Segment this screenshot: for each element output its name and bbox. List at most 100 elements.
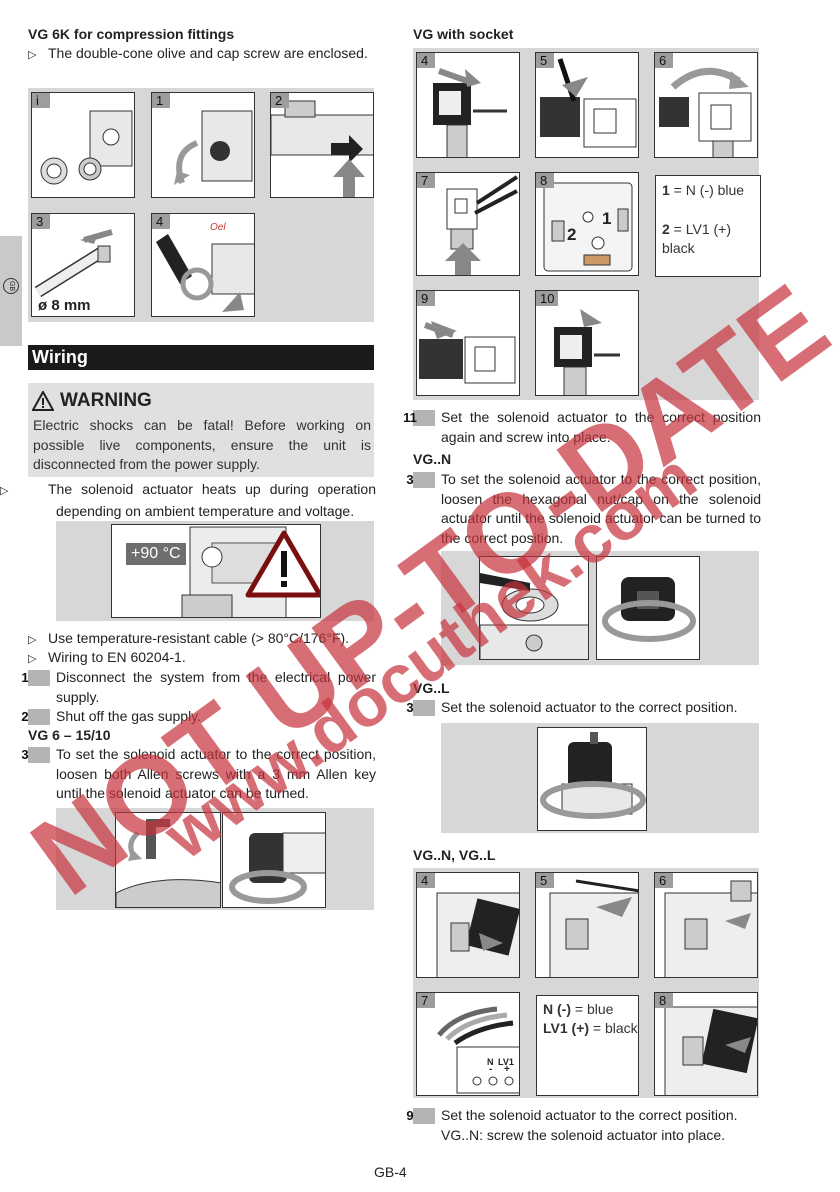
legend-lv1-line: LV1 (+) = black [543, 1019, 638, 1038]
triangle-bullet-icon: ▷ [28, 634, 37, 646]
terminal-n: N [487, 1057, 494, 1067]
figure-info: i [31, 92, 135, 198]
vgn-heading: VG..N [413, 451, 452, 467]
figure-number: 10 [536, 291, 559, 306]
figure-number: i [32, 93, 50, 108]
legend-line-2: 2 = LV1 (+) black [662, 220, 760, 258]
figure-number: 4 [152, 214, 170, 229]
triangle-bullet-icon: ▷ [0, 485, 9, 497]
vgnl-heading: VG..N, VG..L [413, 847, 496, 863]
figure-number: 5 [536, 873, 554, 888]
legend-text-2: = LV1 (+) black [662, 221, 732, 256]
legend-terminal-2: 2 [662, 221, 670, 237]
socket-figure-7: 7 [416, 172, 520, 276]
triangle-bullet-icon: ▷ [28, 653, 37, 665]
figure-number: 1 [152, 93, 170, 108]
oil-can-label: Oel [210, 222, 226, 233]
pipe-diameter-label: ø 8 mm [38, 297, 91, 314]
socket-figure-8: 8 1 2 [535, 172, 639, 276]
allen-key-figure-a [115, 812, 221, 908]
figure-number: 6 [655, 873, 673, 888]
vgl-heading: VG..L [413, 680, 450, 696]
legend-terminal-1: 1 [662, 182, 670, 198]
allen-key-figure-b [222, 812, 326, 908]
figure-number: 5 [536, 53, 554, 68]
temperature-figure: +90 °C [111, 524, 321, 618]
step-number: 11 [403, 410, 435, 426]
step-number: 2 [21, 709, 50, 725]
heat-note: ▷The solenoid actuator heats up during o… [0, 481, 376, 519]
legend-n-label: N (-) [543, 1001, 571, 1017]
page-number: GB-4 [374, 1164, 407, 1180]
figure-number: 4 [417, 53, 435, 68]
figure-number: 7 [417, 993, 435, 1008]
section-title: Wiring [32, 347, 88, 367]
figure-2: 2 [270, 92, 374, 198]
step-number: 3 [406, 472, 435, 488]
warning-triangle-icon [32, 391, 54, 411]
terminal-legend [655, 175, 761, 277]
legend-lv1-label: LV1 (+) [543, 1020, 590, 1036]
vgnl-figure-5: 5 [535, 872, 639, 978]
vgnl-figure-4: 4 [416, 872, 520, 978]
vgnl-figure-6: 6 [654, 872, 758, 978]
warning-text: Electric shocks can be fatal! Before wor… [33, 417, 371, 472]
warning-box [28, 383, 374, 477]
legend-lv1-color: = black [589, 1020, 638, 1036]
temperature-label: +90 °C [126, 543, 186, 565]
step-number: 3 [406, 700, 435, 716]
bullet-wiring: ▷Wiring to EN 60204-1. [28, 648, 376, 670]
vgnl-figure-7: 7 N LV1 - + [416, 992, 520, 1096]
legend-line-1: 1 = N (-) blue [662, 181, 760, 200]
vgn-figure-a [479, 556, 589, 660]
legend-n-color: = blue [571, 1001, 614, 1017]
socket-figure-4: 4 [416, 52, 520, 158]
step-9-line-2: VG..N: screw the solenoid actuator into … [441, 1127, 726, 1143]
language-badge: GB [3, 278, 19, 294]
socket-figure-5: 5 [535, 52, 639, 158]
step-number: 3 [21, 747, 50, 763]
vgnl-figure-8: 8 [654, 992, 758, 1096]
figure-number: 9 [417, 291, 435, 306]
terminal-lv1: LV1 [498, 1057, 514, 1067]
terminal-plus: + [504, 1064, 510, 1075]
vgl-figure [537, 727, 647, 831]
legend-text-1: = N (-) blue [669, 182, 745, 198]
vg6-heading: VG 6 – 15/10 [28, 727, 111, 743]
socket-figure-10: 10 [535, 290, 639, 396]
section-bar-wiring [28, 345, 374, 370]
language-code: GB [8, 280, 15, 292]
bullet-cable: ▷Use temperature-resistant cable (> 80°C… [28, 629, 376, 651]
figure-4: 4 Oel [151, 213, 255, 317]
figure-number: 8 [655, 993, 673, 1008]
step-number: 1 [21, 670, 50, 686]
vg6k-heading: VG 6K for compression fittings [28, 26, 235, 42]
language-side-tab [0, 236, 22, 346]
vg6k-note: ▷The double-cone olive and cap screw are… [28, 44, 376, 66]
vgn-figure-b [596, 556, 700, 660]
socket-heading: VG with socket [413, 26, 514, 42]
figure-3: 3 ø 8 mm [31, 213, 135, 317]
warning-header: WARNING [32, 389, 232, 413]
legend-n-line: N (-) = blue [543, 1000, 638, 1019]
triangle-bullet-icon: ▷ [28, 49, 37, 61]
figure-number: 2 [271, 93, 289, 108]
figure-number: 4 [417, 873, 435, 888]
socket-figure-6: 6 [654, 52, 758, 158]
terminal-label-2: 2 [567, 225, 577, 244]
figure-number: 8 [536, 173, 554, 188]
figure-number: 7 [417, 173, 435, 188]
figure-1: 1 [151, 92, 255, 198]
wire-color-legend [536, 995, 639, 1096]
terminal-minus: - [489, 1064, 493, 1075]
socket-figure-9: 9 [416, 290, 520, 396]
step-number: 9 [406, 1108, 435, 1124]
figure-number: 3 [32, 214, 50, 229]
